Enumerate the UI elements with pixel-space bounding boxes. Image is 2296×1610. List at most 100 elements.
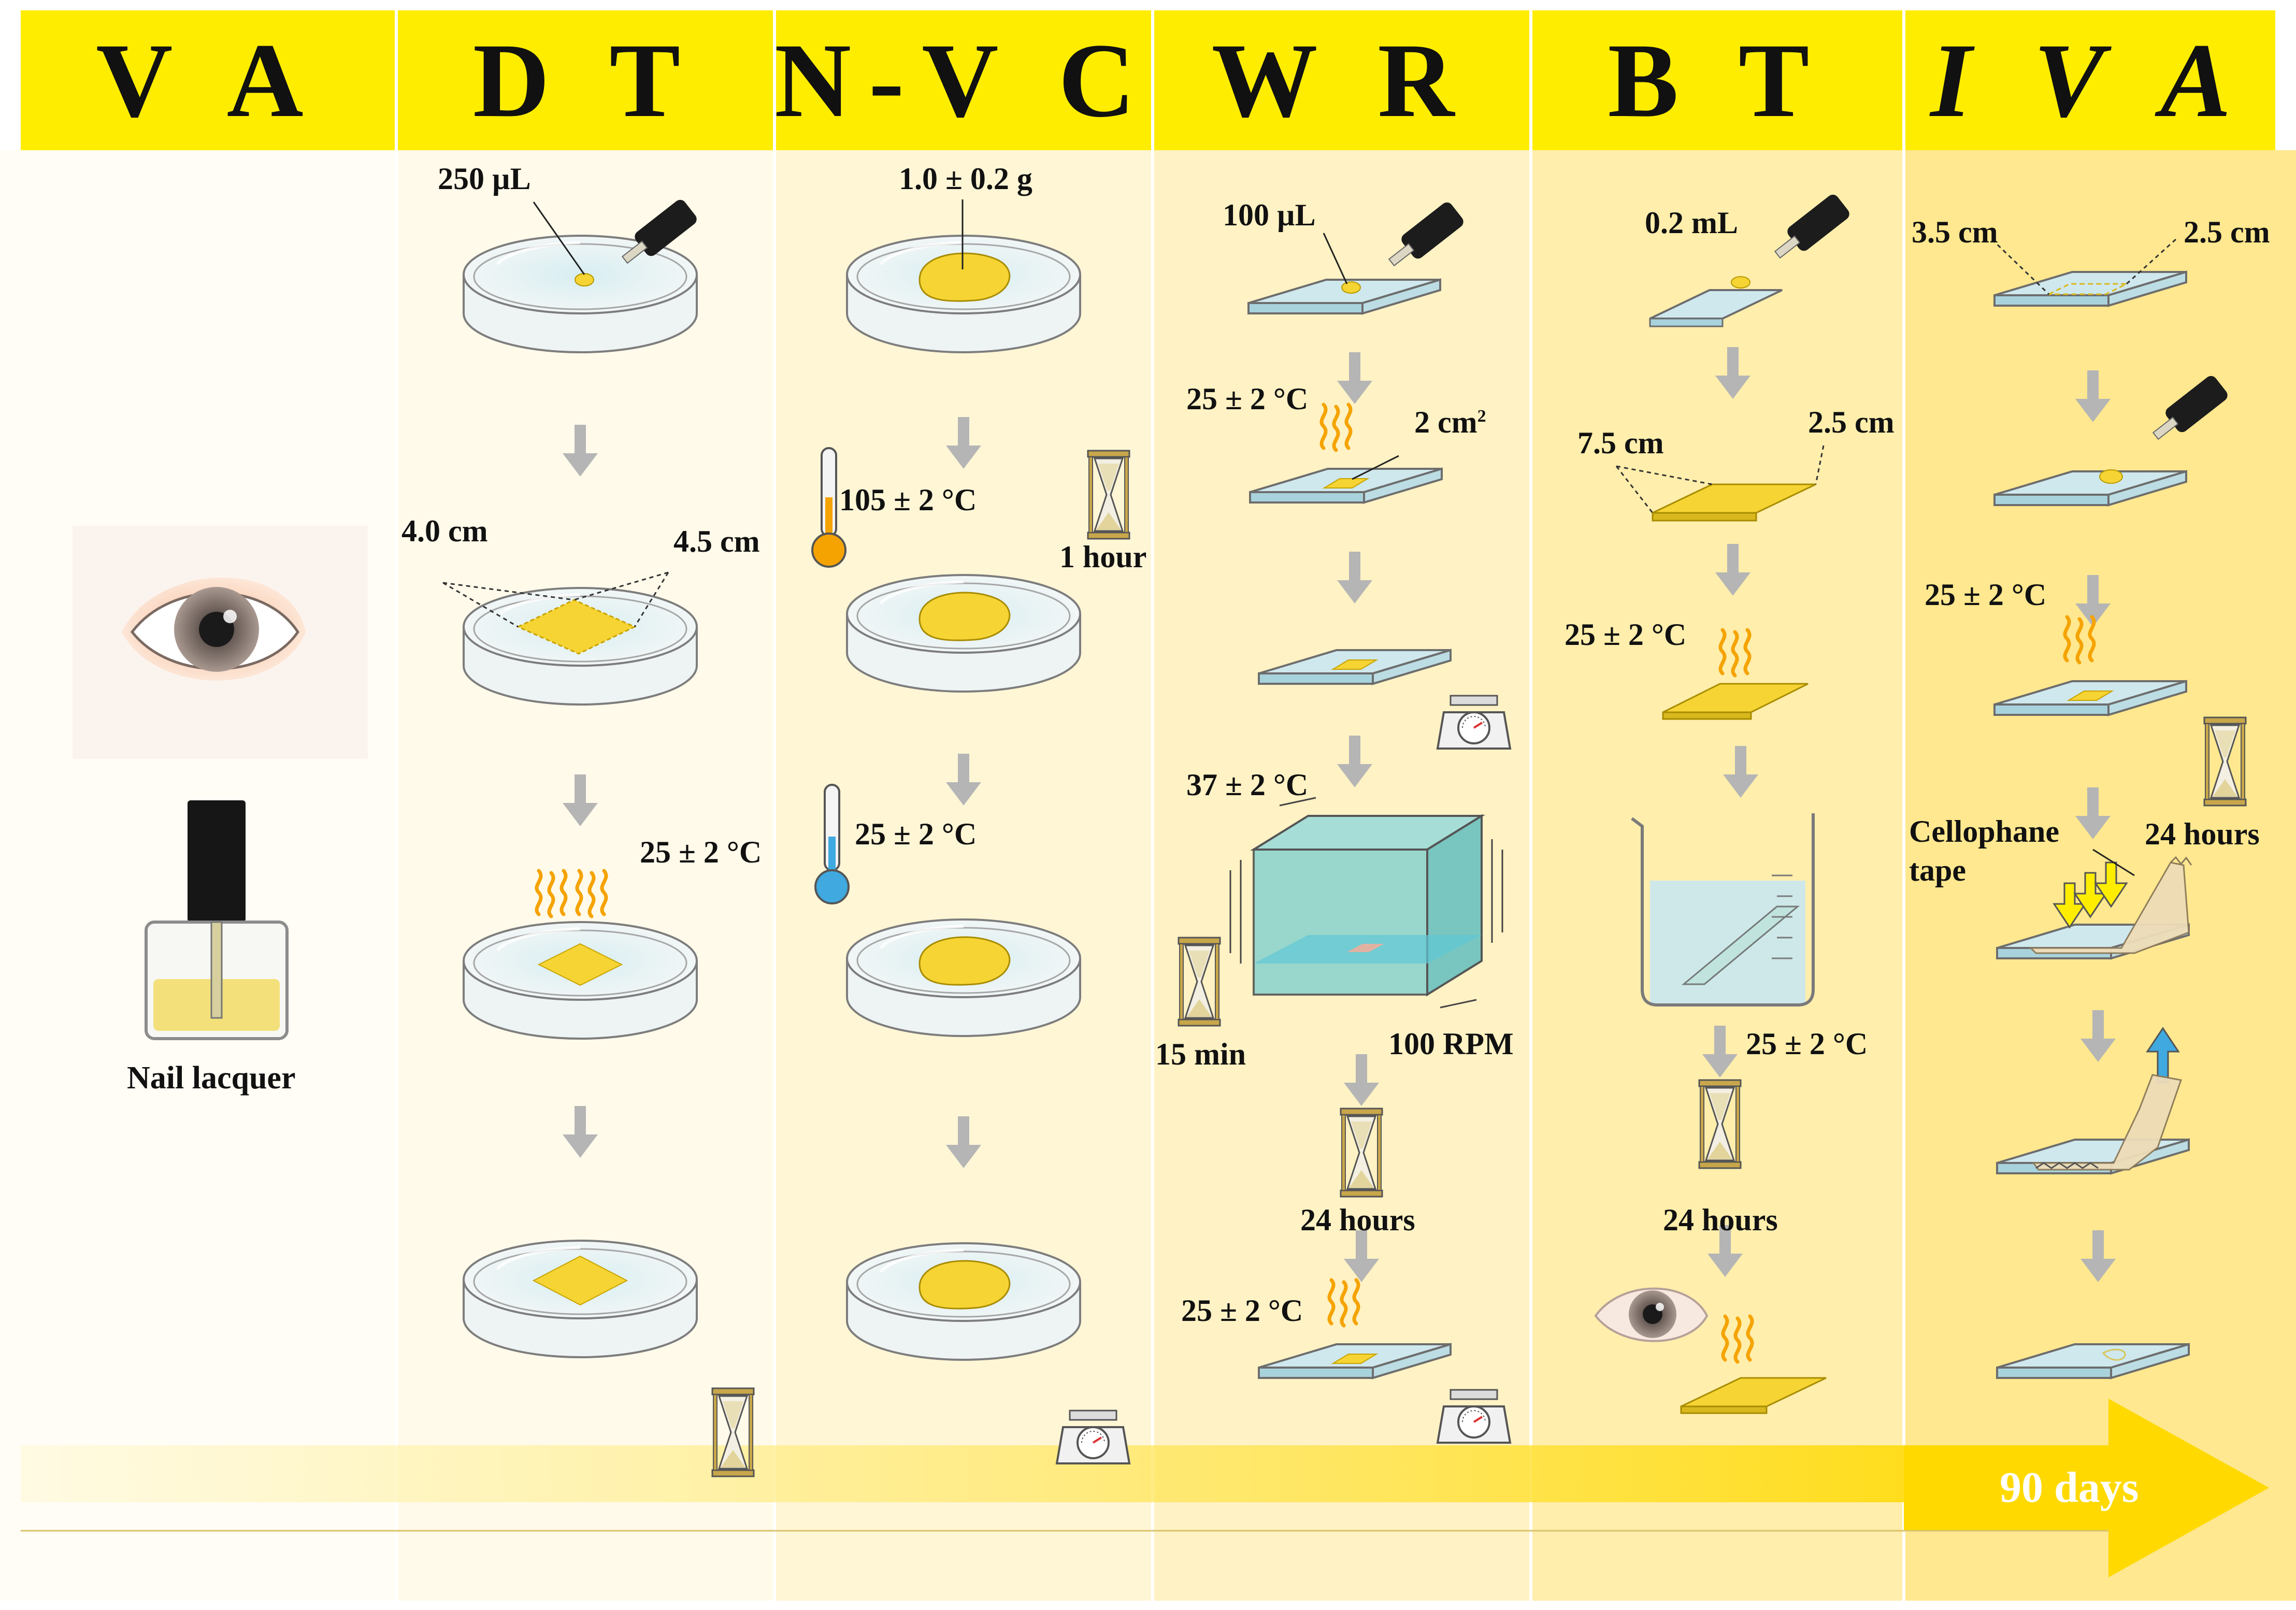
column-code: I V A	[1930, 21, 2249, 139]
drop-icon	[1341, 281, 1361, 294]
heat-waves-icon	[1329, 1280, 1358, 1326]
dropper-icon	[1774, 191, 1853, 258]
flow-arrow-icon	[2075, 370, 2111, 422]
weighing-scale-icon	[1056, 1410, 1130, 1464]
column-bg-dt	[396, 150, 774, 1601]
heat-waves-icon	[1723, 1316, 1752, 1362]
heat-waves-icon	[1720, 630, 1749, 675]
film-strip	[1652, 483, 1816, 522]
product-label: Nail lacquer	[127, 1060, 296, 1096]
glass-plate-icon	[1993, 271, 2187, 307]
flow-arrow-icon	[946, 1116, 981, 1168]
heat-waves-icon	[2065, 617, 2094, 663]
flow-arrow-icon	[946, 417, 981, 469]
final-temperature-label: 25 ± 2 °C	[1181, 1293, 1303, 1328]
tape-label-line1: Cellophane	[1909, 814, 2060, 849]
weighing-scale-icon	[1437, 1389, 1511, 1444]
column-header-iva: I V A	[1904, 10, 2275, 150]
time-label: 1 hour	[1059, 540, 1147, 574]
flow-arrow-icon	[1715, 347, 1750, 399]
sample-blob	[919, 252, 1011, 302]
flow-arrow-icon	[1702, 1026, 1738, 1077]
flow-arrow-icon	[2080, 1010, 2116, 1062]
temperature-label: 25 ± 2 °C	[640, 835, 762, 869]
dimension-line	[2126, 238, 2177, 285]
film-square	[537, 943, 623, 986]
dimension-line	[573, 571, 669, 601]
nail-lacquer-bottle-icon	[145, 800, 289, 1040]
thermometer-hot-icon	[811, 447, 846, 568]
width-label: 2.5 cm	[1808, 405, 1895, 439]
drop-icon	[1731, 276, 1750, 289]
dry-temperature-label: 25 ± 2 °C	[1565, 617, 1687, 652]
dimension-line	[442, 582, 519, 628]
flow-arrow-icon	[2080, 1230, 2116, 1282]
flow-arrow-icon	[1344, 1054, 1379, 1106]
leader-line	[2092, 849, 2135, 876]
film-strip	[1662, 683, 1809, 720]
column-header-dt: D T	[396, 10, 774, 150]
film-strip	[1680, 1377, 1827, 1414]
flow-arrow-icon	[563, 774, 598, 826]
room-temperature-label: 25 ± 2 °C	[855, 817, 977, 851]
flow-arrow-icon	[563, 1106, 598, 1158]
hourglass-icon	[1178, 937, 1221, 1027]
heat-waves-icon	[577, 871, 606, 916]
residue-mark	[2102, 1348, 2126, 1361]
flow-arrow-icon	[1344, 1230, 1379, 1282]
heat-waves-icon	[537, 871, 566, 916]
flow-arrow-icon	[1337, 352, 1372, 404]
time-label: 24 hours	[2145, 817, 2260, 851]
hourglass-icon	[1087, 450, 1130, 540]
cellophane-tape-icon	[2029, 856, 2192, 954]
timeline-arrowhead	[1904, 1399, 2269, 1577]
eye-illustration	[73, 526, 368, 759]
drop-icon	[575, 273, 594, 286]
volume-label: 0.2 mL	[1645, 206, 1738, 240]
time-label: 24 hours	[1663, 1203, 1778, 1237]
dimension-line	[634, 572, 669, 627]
column-code: D T	[472, 21, 698, 139]
temperature-label: 25 ± 2 °C	[1925, 578, 2047, 612]
sample-blob	[919, 1260, 1011, 1310]
width-label: 2.5 cm	[2184, 215, 2270, 249]
oven-temperature-label: 105 ± 2 °C	[839, 483, 977, 517]
area-exponent: 2	[1477, 407, 1486, 426]
mass-label: 1.0 ± 0.2 g	[899, 162, 1032, 196]
film-square	[532, 1255, 628, 1306]
flow-arrow-icon	[1715, 544, 1750, 596]
dimension-line	[1615, 466, 1654, 513]
column-code: B T	[1608, 21, 1827, 139]
area-value: 2 cm	[1414, 405, 1477, 439]
glass-plate-icon	[1996, 1343, 2190, 1379]
dropper-icon	[2152, 372, 2231, 440]
length-label: 7.5 cm	[1577, 426, 1664, 460]
leader-line	[1323, 233, 1348, 284]
column-header-wr: W R	[1153, 10, 1531, 150]
leader-line	[1352, 455, 1399, 480]
dimension-line	[1815, 445, 1825, 485]
hourglass-icon	[1698, 1079, 1742, 1169]
thermometer-cold-icon	[814, 784, 850, 904]
sample-blob	[919, 592, 1011, 641]
width-label: 4.0 cm	[401, 514, 488, 548]
glass-slide-icon	[1649, 289, 1783, 327]
petri-dish-icon	[464, 236, 697, 352]
tape-label-line2: tape	[1909, 853, 1966, 887]
hourglass-icon	[1340, 1108, 1383, 1198]
press-arrows-icon	[2053, 861, 2128, 929]
divider	[1529, 10, 1532, 1601]
shake-time-label: 15 min	[1155, 1037, 1246, 1071]
column-code: V A	[96, 21, 321, 139]
drop-icon	[2099, 469, 2123, 484]
column-code: N-V C	[774, 21, 1153, 139]
leader-line	[533, 202, 585, 275]
flow-arrow-icon	[563, 425, 598, 477]
flow-arrow-icon	[2075, 787, 2111, 839]
length-label: 4.5 cm	[673, 524, 760, 558]
length-label: 3.5 cm	[1912, 215, 1998, 249]
volume-label: 100 µL	[1223, 198, 1316, 232]
dimension-line	[442, 582, 575, 601]
soak-temperature-label: 25 ± 2 °C	[1746, 1027, 1868, 1061]
dropper-icon	[1388, 199, 1467, 266]
